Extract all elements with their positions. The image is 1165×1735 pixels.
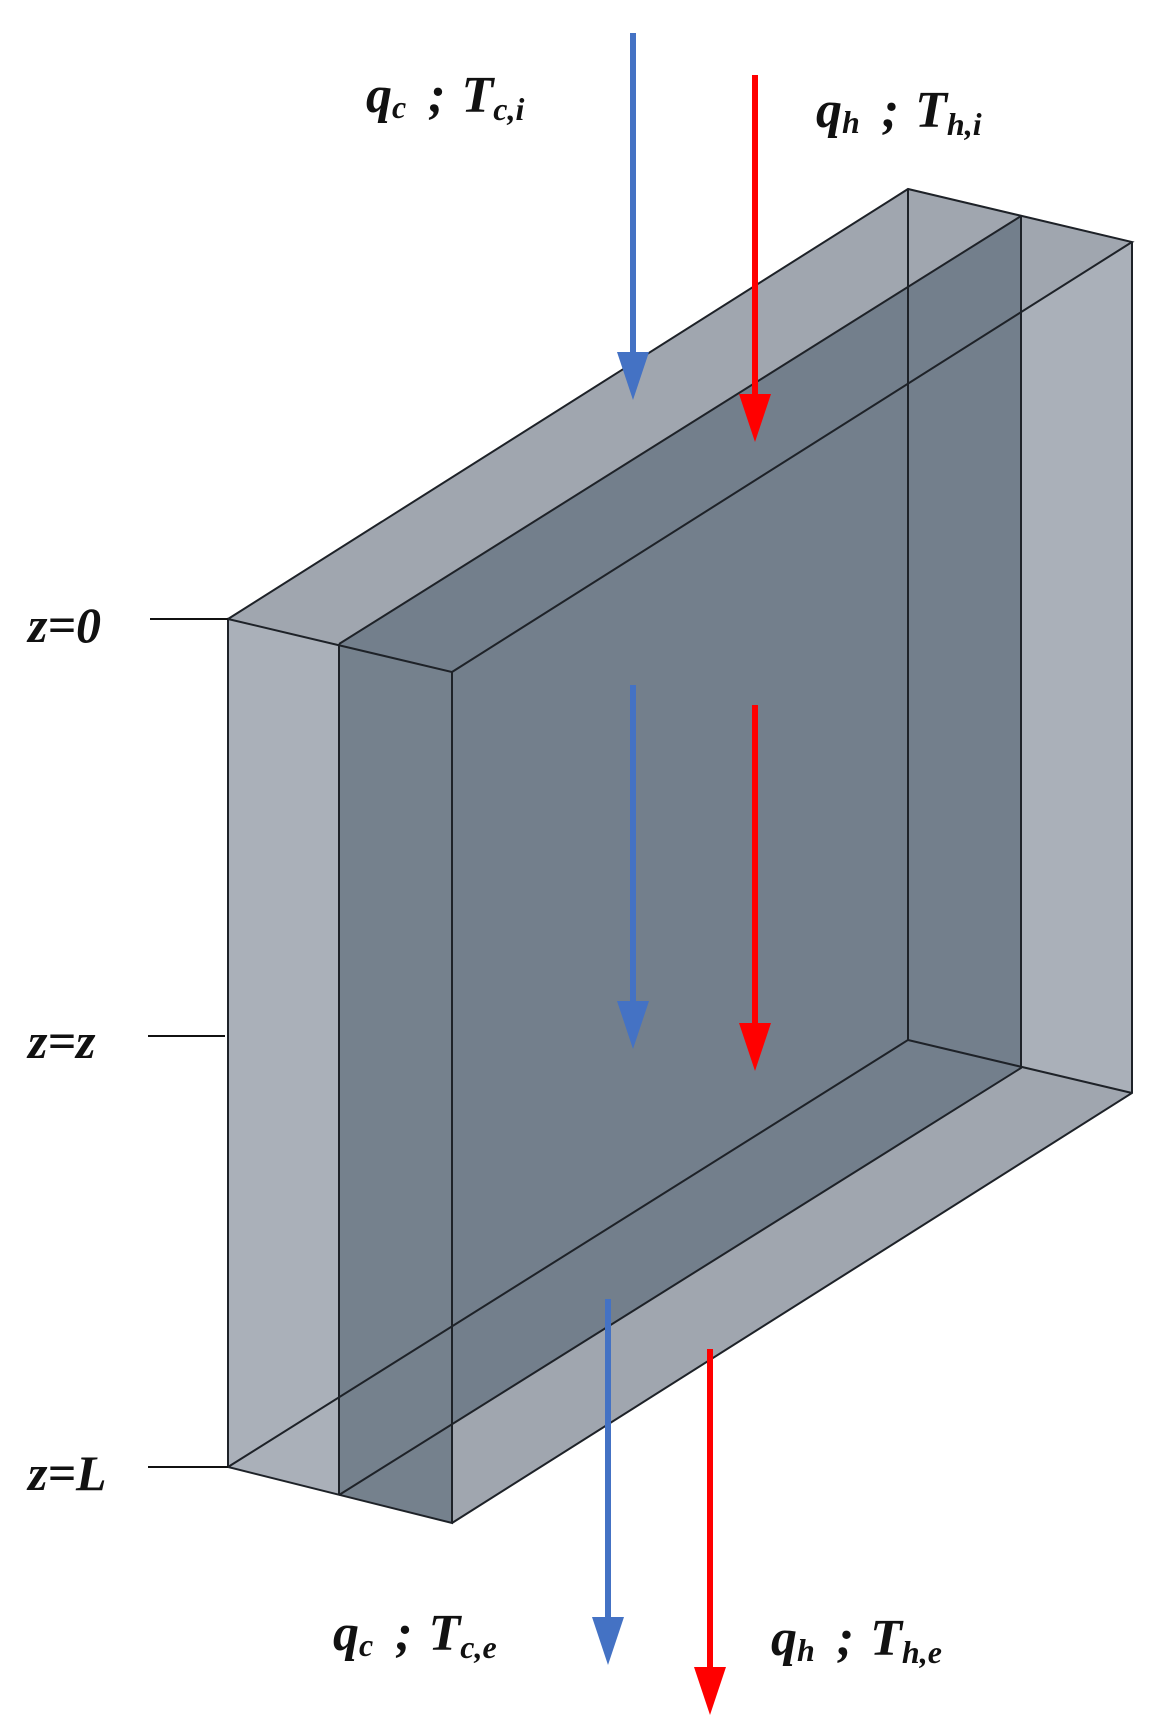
- zz-label: z=z: [26, 1013, 96, 1069]
- hot-outlet-label: qh;Th,e: [771, 1610, 942, 1670]
- cold-channel-arrow: [617, 685, 649, 1049]
- inner-channel-back: [452, 385, 908, 1330]
- hot-channel-arrow: [739, 705, 771, 1071]
- z0-label: z=0: [26, 597, 101, 653]
- hot-outlet-arrow: [694, 1349, 726, 1715]
- cold-outlet-arrow: [592, 1299, 624, 1665]
- hot-inlet-label: qh;Th,i: [816, 82, 982, 142]
- z-axis-ticks: [148, 618, 228, 1468]
- hot-inlet-arrow: [739, 75, 771, 442]
- zL-label: z=L: [26, 1445, 107, 1501]
- cold-outlet-label: qc;Tc,e: [333, 1605, 497, 1665]
- left-outer-face: [228, 619, 339, 1495]
- middle-layer-front: [339, 644, 452, 1523]
- flow-arrows: [592, 33, 771, 1715]
- cold-inlet-label: qc;Tc,i: [366, 67, 525, 127]
- cold-inlet-arrow: [617, 33, 649, 400]
- slab-box: [227, 187, 1135, 1525]
